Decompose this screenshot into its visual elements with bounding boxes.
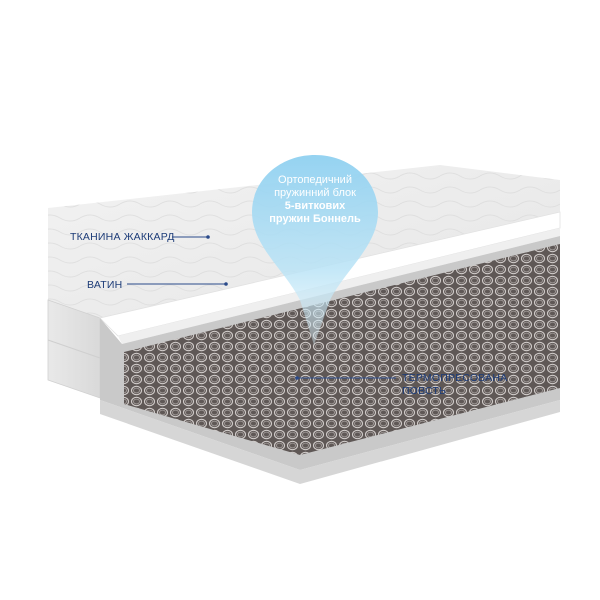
felt-leader-dot — [295, 376, 299, 380]
label-felt-line1: ТЕРМОПРЕСОВАНА — [402, 372, 508, 384]
label-thermopressed-felt: ТЕРМОПРЕСОВАНА ПОВСТЬ — [402, 372, 507, 398]
callout-balloon — [252, 155, 378, 345]
callout-line1: Ортопедичний — [278, 174, 352, 186]
batting-layer — [118, 228, 560, 344]
fabric-leader-dot — [206, 235, 210, 239]
bonnell-spring-block — [124, 244, 560, 455]
batting-leader-dot — [224, 282, 228, 286]
bottom-felt-layer — [100, 400, 560, 484]
callout-line3: 5-виткових — [284, 200, 346, 212]
callout-line4: пружин Боннель — [269, 213, 361, 225]
label-jacquard-fabric: ТКАНИНА ЖАККАРД — [70, 231, 175, 243]
callout-line2: пружинний блок — [274, 187, 356, 199]
callout-text: Ортопедичний пружинний блок 5-виткових п… — [256, 174, 374, 226]
side-stitch — [47, 339, 101, 359]
label-batting: ВАТИН — [87, 279, 123, 291]
label-felt-line2: ПОВСТЬ — [402, 385, 447, 397]
